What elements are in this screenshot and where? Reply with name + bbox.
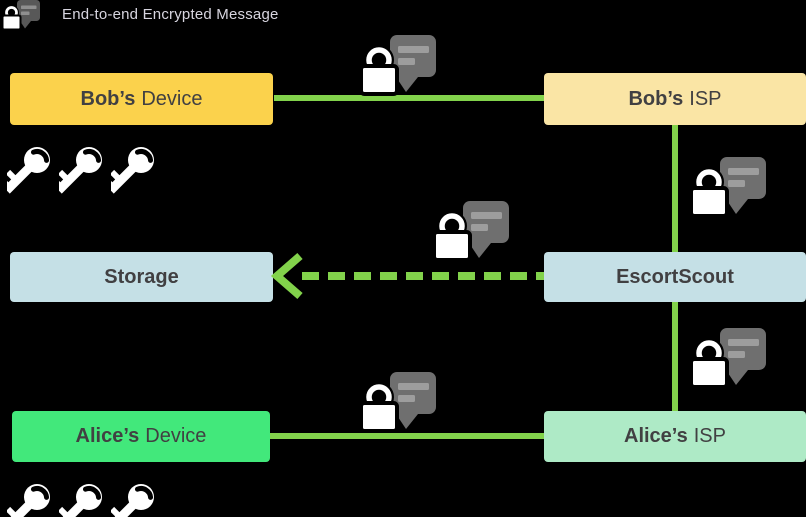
key-icon xyxy=(59,483,103,517)
key-icon xyxy=(111,146,155,208)
encrypted-message-icon xyxy=(690,155,768,219)
arrow-head-left-icon xyxy=(270,252,303,300)
key-icon xyxy=(7,483,51,517)
edge-alicedevice-aliceisp xyxy=(270,433,544,439)
encrypted-message-icon xyxy=(360,33,438,97)
edge-bobdevice-bobisp xyxy=(274,95,544,101)
node-label-regular: ISP xyxy=(689,87,722,110)
key-icon xyxy=(111,483,155,517)
node-label-bold: Bob’s xyxy=(628,87,684,110)
edge-escortscout-aliceisp xyxy=(672,302,678,412)
node-storage: Storage xyxy=(10,252,273,302)
node-label-bold: Alice’s xyxy=(75,425,140,447)
encrypted-message-icon xyxy=(360,370,438,434)
node-label-regular: Device xyxy=(145,425,207,447)
encrypted-message-icon xyxy=(433,199,511,263)
node-label-bold: EscortScout xyxy=(616,265,734,288)
key-icon xyxy=(59,146,103,208)
node-label-bold: Alice’s xyxy=(624,425,688,447)
node-label-bold: Storage xyxy=(104,265,179,288)
edge-escortscout-storage-dashed xyxy=(302,272,544,280)
node-escortscout: EscortScout xyxy=(544,252,806,302)
key-icon xyxy=(7,146,51,208)
encrypted-message-icon xyxy=(690,326,768,390)
lock-message-icon xyxy=(2,0,41,31)
node-label-regular: Device xyxy=(141,87,203,110)
edge-bobisp-escortscout xyxy=(672,125,678,252)
node-label-bold: Bob’s xyxy=(80,87,136,110)
node-label-regular: ISP xyxy=(693,425,726,447)
legend-label: End-to-end Encrypted Message xyxy=(62,6,279,23)
